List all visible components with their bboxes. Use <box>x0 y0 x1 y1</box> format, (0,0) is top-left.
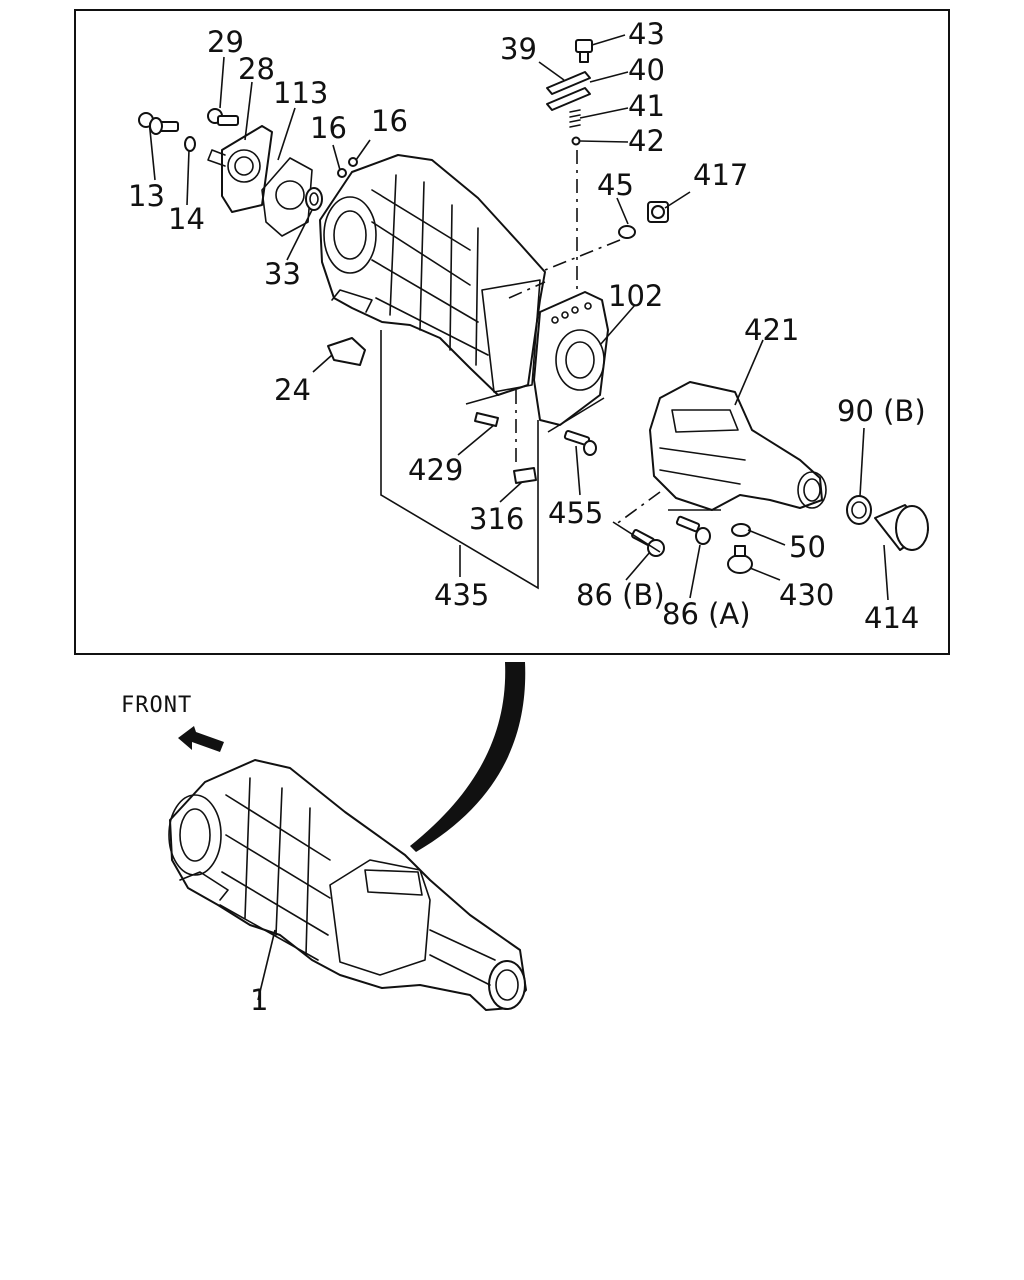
callout-429: 429 <box>408 453 463 487</box>
key-316-part <box>513 467 537 484</box>
callout-50: 50 <box>789 530 826 564</box>
sleeve-414-part <box>874 504 929 551</box>
bolt-29-part <box>207 108 239 126</box>
o-ring-45-part <box>618 225 636 239</box>
callout-90b: 90 (B) <box>837 394 926 428</box>
bolt-86b-part <box>631 529 665 557</box>
callout-86a: 86 (A) <box>662 597 751 631</box>
gasket-part <box>261 157 313 237</box>
plug-24-part <box>327 337 366 366</box>
callout-13: 13 <box>128 179 165 213</box>
callout-45: 45 <box>597 168 634 202</box>
callout-430: 430 <box>779 578 834 612</box>
oil-seal-part <box>305 187 323 211</box>
shift-lock-parts <box>546 39 593 146</box>
plug-417-part <box>647 201 669 223</box>
alignment-line-c <box>508 281 546 299</box>
bracket-435 <box>380 330 539 590</box>
plug-16a-part <box>337 168 347 178</box>
callout-414: 414 <box>864 601 919 635</box>
callout-417: 417 <box>693 158 748 192</box>
callout-435: 435 <box>434 578 489 612</box>
callout-33: 33 <box>264 257 301 291</box>
pin-429-part <box>474 412 499 427</box>
transmission-case-part <box>319 154 546 396</box>
extension-housing-part <box>649 381 827 511</box>
leader-lines <box>149 34 889 601</box>
callout-29: 29 <box>207 25 244 59</box>
callout-40: 40 <box>628 53 665 87</box>
callout-86b: 86 (B) <box>576 578 665 612</box>
alignment-line-b <box>544 239 621 271</box>
o-ring-50-part <box>731 523 751 537</box>
front-arrow-icon <box>178 726 224 752</box>
front-cover-part <box>207 125 273 213</box>
exploded-view-frame <box>74 9 950 655</box>
assembled-transmission-part <box>168 759 527 1011</box>
callout-14: 14 <box>168 202 205 236</box>
callout-1: 1 <box>250 983 268 1017</box>
bolt-13-part <box>138 112 179 135</box>
plug-430-part <box>727 545 753 574</box>
plug-16b-part <box>348 157 358 167</box>
callout-43: 43 <box>628 17 665 51</box>
adapter-plate-part <box>533 291 609 426</box>
washer-14-part <box>184 136 196 152</box>
leader-1 <box>257 929 276 1001</box>
callout-42: 42 <box>628 124 665 158</box>
bracket-429 <box>465 394 499 405</box>
bolt-86a-part <box>675 515 711 545</box>
assembly-arrow <box>410 662 526 852</box>
bracket-86 <box>612 509 721 553</box>
callout-102: 102 <box>608 279 663 313</box>
callout-16b: 16 <box>371 104 408 138</box>
seal-90b-part <box>846 495 872 525</box>
callout-28: 28 <box>238 52 275 86</box>
callout-39: 39 <box>500 32 537 66</box>
callout-16a: 16 <box>310 111 347 145</box>
callout-24: 24 <box>274 373 311 407</box>
callout-421: 421 <box>744 313 799 347</box>
bracket-455 <box>547 397 605 433</box>
callout-316: 316 <box>469 502 524 536</box>
bolt-455-part <box>563 430 597 456</box>
callout-455: 455 <box>548 496 603 530</box>
callout-41: 41 <box>628 89 665 123</box>
front-label: FRONT <box>121 693 192 718</box>
callout-113: 113 <box>273 76 328 110</box>
alignment-line-e <box>614 491 661 526</box>
